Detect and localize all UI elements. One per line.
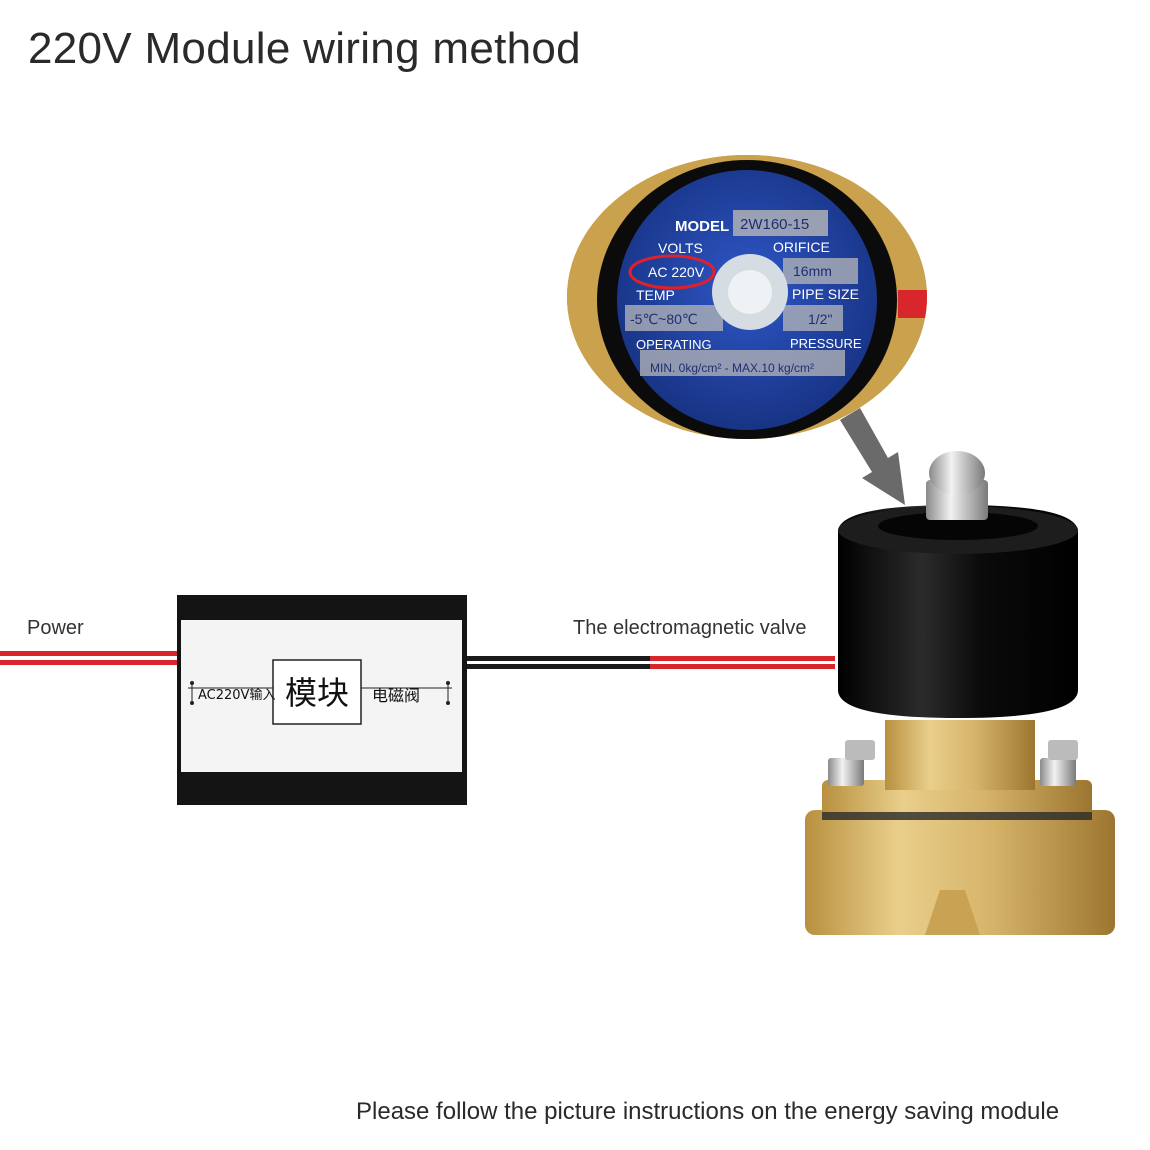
power-label: Power [27,617,84,639]
nameplate-temp-value: -5℃~80℃ [630,311,698,327]
nameplate-volts-value: AC 220V [648,264,705,280]
page-title: 220V Module wiring method [28,24,581,73]
module-center-label: 模块 [285,674,349,712]
valve-wires [465,656,835,669]
nameplate-closeup: MODEL 2W160-15 VOLTS ORIFICE AC 220V 16m… [567,155,927,439]
nameplate-temp-label: TEMP [636,287,675,303]
valve-label: The electromagnetic valve [573,617,807,639]
nameplate-volts-label: VOLTS [658,240,703,256]
voltage-highlight-circle [628,254,716,290]
nameplate-model-value: 2W160-15 [740,216,809,233]
nameplate-pipe-label: PIPE SIZE [792,286,859,302]
pointer-arrow [840,408,905,505]
module-output-label: 电磁阀 [372,686,420,705]
nameplate-model-label: MODEL [675,218,729,235]
nameplate-pressure-label: PRESSURE [790,336,862,351]
nameplate-orifice-value: 16mm [793,263,832,279]
module-input-label: AC220V输入 [198,687,275,703]
footer-instruction: Please follow the picture instructions o… [356,1098,1060,1125]
nameplate-orifice-label: ORIFICE [773,239,830,255]
nameplate-operating-label: OPERATING [636,337,712,352]
power-wires [0,651,180,665]
solenoid-valve [805,451,1115,935]
nameplate-pipe-value: 1/2" [808,311,832,327]
nameplate-pressure-range: MIN. 0kg/cm² - MAX.10 kg/cm² [650,361,814,375]
energy-saving-module: 模块 AC220V输入 电磁阀 [177,595,467,805]
